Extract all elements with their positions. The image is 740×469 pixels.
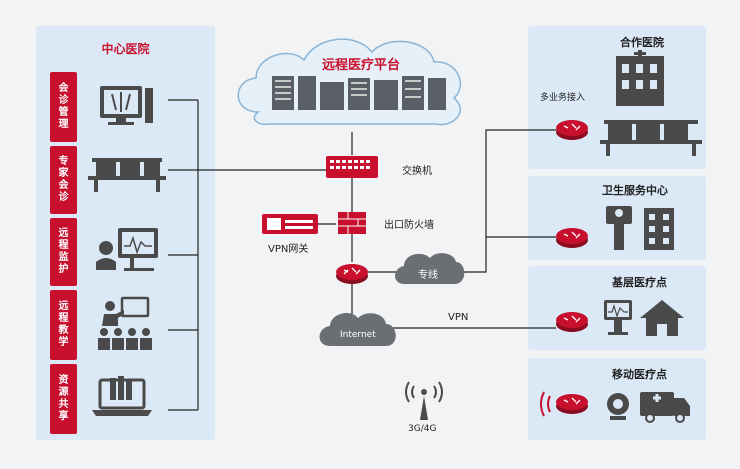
- switch-icon: [326, 156, 378, 178]
- dedicated-line-cloud: [395, 253, 465, 284]
- office-building-icon: [644, 208, 674, 250]
- internet-cloud: [319, 312, 396, 346]
- webcam-icon: [607, 393, 629, 420]
- multi-service-access-label: 多业务接入: [540, 93, 586, 103]
- switch-label: 交换机: [402, 166, 432, 177]
- doctor-monitor-icon: [606, 206, 632, 250]
- vpn-label: VPN: [448, 312, 469, 323]
- mobile-title: 移动医疗点: [612, 368, 667, 381]
- router-icon: [556, 120, 588, 140]
- vpn-gateway-label: VPN网关: [268, 244, 309, 255]
- video-conference-icon: [600, 120, 702, 156]
- tab-remote-teaching[interactable]: 远程教学: [50, 290, 77, 360]
- vpn-gateway-icon: [262, 214, 318, 234]
- tab-remote-monitoring[interactable]: 远程监护: [50, 218, 77, 286]
- ecg-terminal-icon: [604, 300, 632, 335]
- ambulance-icon: [640, 392, 690, 423]
- dedicated-line-label: 专线: [418, 270, 438, 281]
- router-icon: [556, 312, 588, 332]
- cloud-title: 远程医疗平台: [322, 58, 401, 73]
- cell-tower-icon: [405, 381, 443, 420]
- left-bracket-lines: [168, 99, 330, 411]
- router-icon: [556, 228, 588, 248]
- tab-consultation-management[interactable]: 会诊管理: [50, 72, 77, 142]
- mobile-network-label: 3G/4G: [408, 424, 437, 434]
- hospital-building-icon: [616, 50, 664, 106]
- wireless-router-icon: [540, 391, 588, 417]
- tab-resource-sharing[interactable]: 资源共享: [50, 364, 77, 434]
- health-center-title: 卫生服务中心: [602, 184, 668, 197]
- home-icon: [640, 300, 684, 336]
- center-hospital-title: 中心医院: [101, 42, 150, 56]
- partner-hospital-title: 合作医院: [620, 36, 664, 49]
- tab-expert-consultation[interactable]: 专家会诊: [50, 146, 77, 214]
- firewall-label: 出口防火墙: [384, 220, 434, 231]
- grassroots-title: 基层医疗点: [612, 276, 667, 289]
- monitor-xray-icon: [100, 86, 153, 125]
- video-conference-icon: [88, 158, 166, 192]
- internet-label: Internet: [340, 330, 376, 340]
- router-icon: [336, 264, 368, 284]
- laptop-resources-icon: [92, 376, 152, 416]
- cloud-platform: [237, 38, 462, 126]
- teaching-icon: [98, 296, 152, 350]
- firewall-icon: [338, 212, 366, 234]
- remote-monitoring-icon: [96, 228, 158, 271]
